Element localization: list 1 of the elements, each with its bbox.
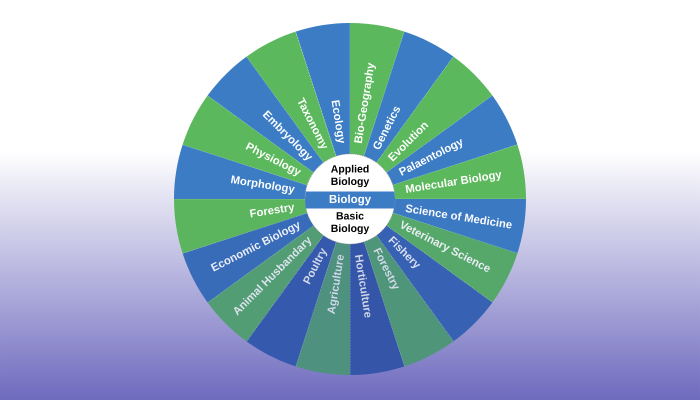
centre-band: Biology (305, 192, 395, 208)
